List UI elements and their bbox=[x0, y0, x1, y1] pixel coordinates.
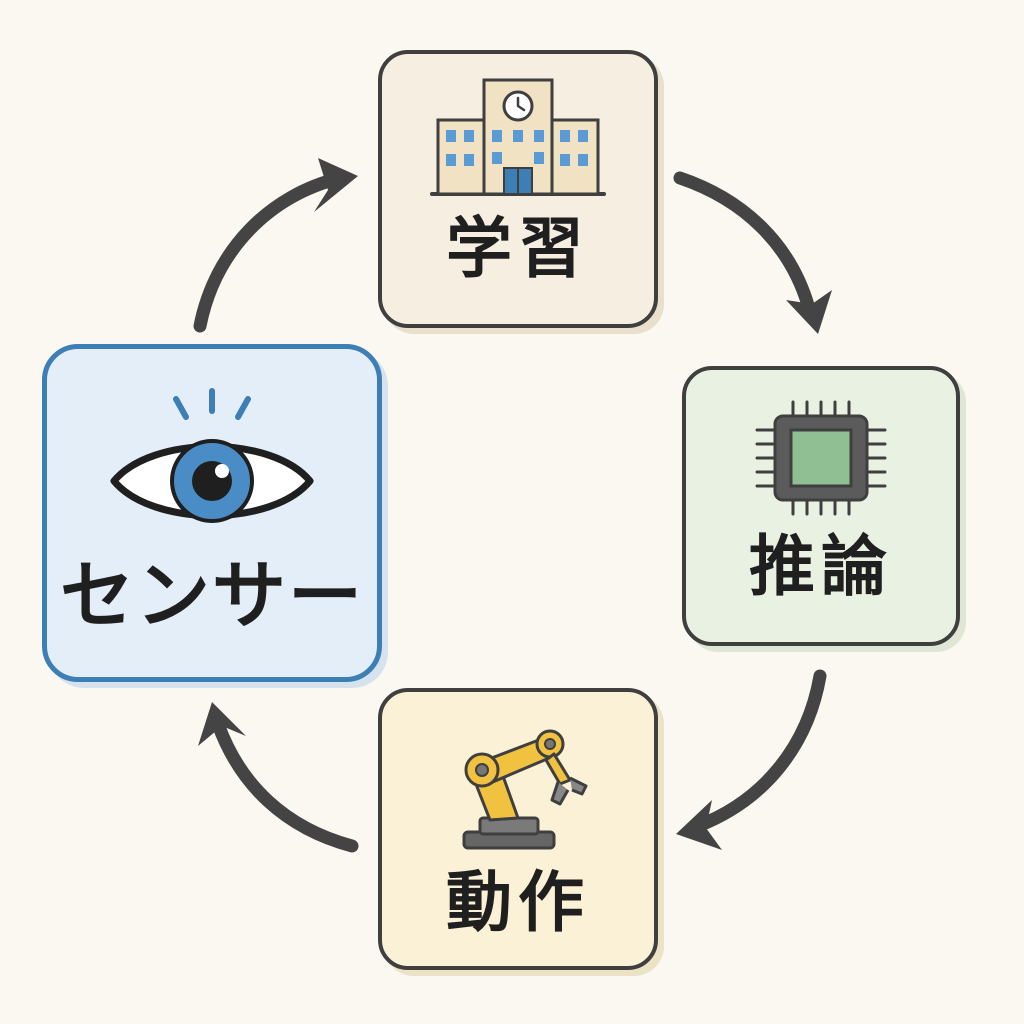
node-action-label: 動作 bbox=[446, 864, 590, 941]
cpu-chip-icon bbox=[755, 400, 887, 516]
arrow-action-to-sensor bbox=[211, 717, 359, 853]
arrowhead-sensor-to-learning bbox=[314, 158, 358, 212]
arrowhead-learning-to-inference bbox=[786, 290, 832, 334]
node-sensor-label: センサー bbox=[60, 553, 364, 639]
node-sensor: センサー bbox=[42, 344, 382, 682]
arrowhead-action-to-sensor bbox=[198, 702, 246, 746]
arrowhead-inference-to-action bbox=[676, 800, 722, 850]
arrow-sensor-to-learning bbox=[193, 171, 347, 333]
node-learning-label: 学習 bbox=[446, 210, 590, 287]
arrow-learning-to-inference bbox=[673, 171, 815, 312]
robot-arm-icon bbox=[462, 729, 588, 850]
school-building-icon bbox=[430, 78, 606, 196]
node-action: 動作 bbox=[378, 688, 658, 970]
node-inference: 推論 bbox=[682, 366, 960, 646]
eye-icon bbox=[110, 388, 314, 523]
arrow-inference-to-action bbox=[691, 669, 827, 833]
node-learning: 学習 bbox=[378, 50, 658, 328]
node-inference-label: 推論 bbox=[749, 528, 893, 605]
